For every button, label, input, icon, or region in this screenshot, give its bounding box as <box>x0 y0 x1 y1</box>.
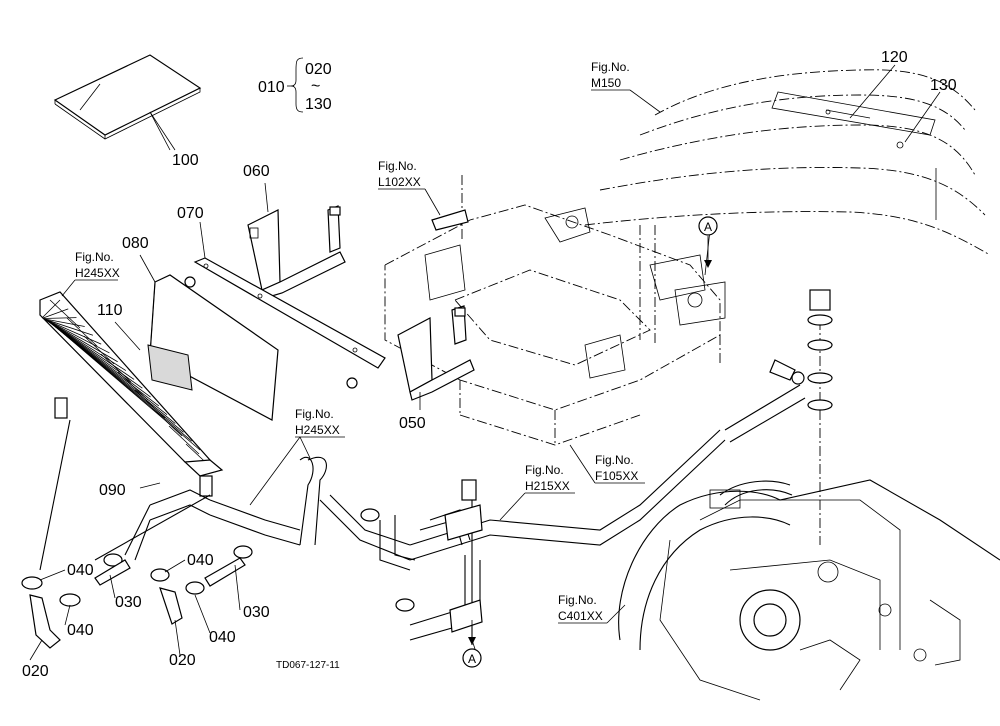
part-number-020: 020 <box>22 663 49 680</box>
fig-ref-f105xx: Fig.No. F105XX <box>569 444 645 484</box>
part-number-050: 050 <box>399 415 426 432</box>
transmission-case <box>618 479 1000 701</box>
hose-clamps <box>21 508 415 612</box>
fig-ref-h245xx-hose: Fig.No. H245XX <box>249 407 345 506</box>
fig-ref-h245xx-cooler-prefix: Fig.No. <box>75 250 114 264</box>
frame-outline <box>384 175 726 446</box>
hose-bracket <box>444 504 483 633</box>
cooler-fin <box>117 371 149 401</box>
fig-ref-c401xx-code: C401XX <box>558 609 603 623</box>
bracket-060 <box>247 205 346 299</box>
cover-080 <box>149 274 279 421</box>
part-number-130: 130 <box>930 77 957 94</box>
ref-mark-a-top: A <box>698 216 718 268</box>
cooler-fin <box>45 319 118 363</box>
cooler-fin <box>100 353 132 383</box>
ref-mark-a-bottom: A <box>462 620 482 668</box>
stay-070 <box>193 257 386 369</box>
part-number-080: 080 <box>122 235 149 252</box>
part-number-020: 020 <box>169 652 196 669</box>
bracket-050 <box>397 305 475 401</box>
fig-ref-l102xx-code: L102XX <box>378 175 421 189</box>
range-to-bottom: 130 <box>305 96 332 113</box>
part-number-030: 030 <box>243 604 270 621</box>
range-tilde: ~ <box>311 78 320 95</box>
cooler-fin <box>49 321 201 451</box>
cooler-fin <box>83 335 115 365</box>
range-from: 010 <box>258 79 285 96</box>
part-number-030: 030 <box>115 594 142 611</box>
leader-lines <box>29 64 941 661</box>
cooler-fin <box>43 318 94 336</box>
part-number-040: 040 <box>209 629 236 646</box>
cooler-fin <box>42 317 77 319</box>
fig-ref-f105xx-prefix: Fig.No. <box>595 453 634 467</box>
fig-ref-c401xx: Fig.No. C401XX <box>558 593 626 624</box>
fig-ref-h245xx-cooler-code: H245XX <box>75 266 120 280</box>
fig-ref-l102xx-prefix: Fig.No. <box>378 159 417 173</box>
ref-mark-a-top-letter: A <box>704 220 712 234</box>
fig-ref-h245xx-cooler: Fig.No. H245XX <box>61 250 120 297</box>
part-number-040: 040 <box>187 552 214 569</box>
fig-ref-h215xx-prefix: Fig.No. <box>525 463 564 477</box>
cooler-fins <box>41 299 217 473</box>
fig-ref-h215xx-code: H215XX <box>525 479 570 493</box>
cooler-fin <box>168 425 200 455</box>
cooler-fin <box>44 319 110 354</box>
range-to-top: 020 <box>305 61 332 78</box>
fitting-nipples <box>94 289 833 587</box>
part-number-110: 110 <box>97 302 123 319</box>
fig-ref-m150-code: M150 <box>591 76 621 90</box>
part-number-070: 070 <box>177 205 204 222</box>
fig-ref-m150-prefix: Fig.No. <box>591 60 630 74</box>
fig-ref-h215xx: Fig.No. H215XX <box>499 463 575 521</box>
cooler-fin <box>41 299 61 319</box>
bolts <box>184 206 466 389</box>
part-number-060: 060 <box>243 163 270 180</box>
part-number-040: 040 <box>67 622 94 639</box>
cooler-fin <box>44 318 102 345</box>
fig-ref-h245xx-hose-code: H245XX <box>295 423 340 437</box>
fig-ref-c401xx-prefix: Fig.No. <box>558 593 597 607</box>
cooler-fin <box>66 317 98 347</box>
fig-ref-f105xx-code: F105XX <box>595 469 638 483</box>
part-number-040: 040 <box>67 562 94 579</box>
floor-deck-outline <box>584 69 991 256</box>
part-number-090: 090 <box>99 482 126 499</box>
range-label: 010 020 ~ 130 <box>258 57 332 113</box>
part-number-100: 100 <box>172 152 199 169</box>
diagram-code: TD067-127-11 <box>276 660 340 671</box>
fig-ref-m150: Fig.No. M150 <box>591 60 661 113</box>
cooler-fin <box>151 407 183 437</box>
hose-elbows <box>29 587 183 649</box>
fig-ref-h245xx-hose-prefix: Fig.No. <box>295 407 334 421</box>
manual-booklet <box>53 54 202 151</box>
cooler-fin <box>43 318 85 327</box>
fig-ref-l102xx: Fig.No. L102XX <box>378 159 469 231</box>
oil-cooler <box>39 291 224 497</box>
ref-mark-a-bottom-letter: A <box>468 652 476 666</box>
part-number-120: 120 <box>881 49 908 66</box>
part-numbers: 100 060 070 080 110 050 090 120 130 040 … <box>22 49 957 680</box>
cooler-fin <box>134 389 166 419</box>
cooler-fin <box>49 299 81 329</box>
cooler-fin <box>42 308 69 319</box>
